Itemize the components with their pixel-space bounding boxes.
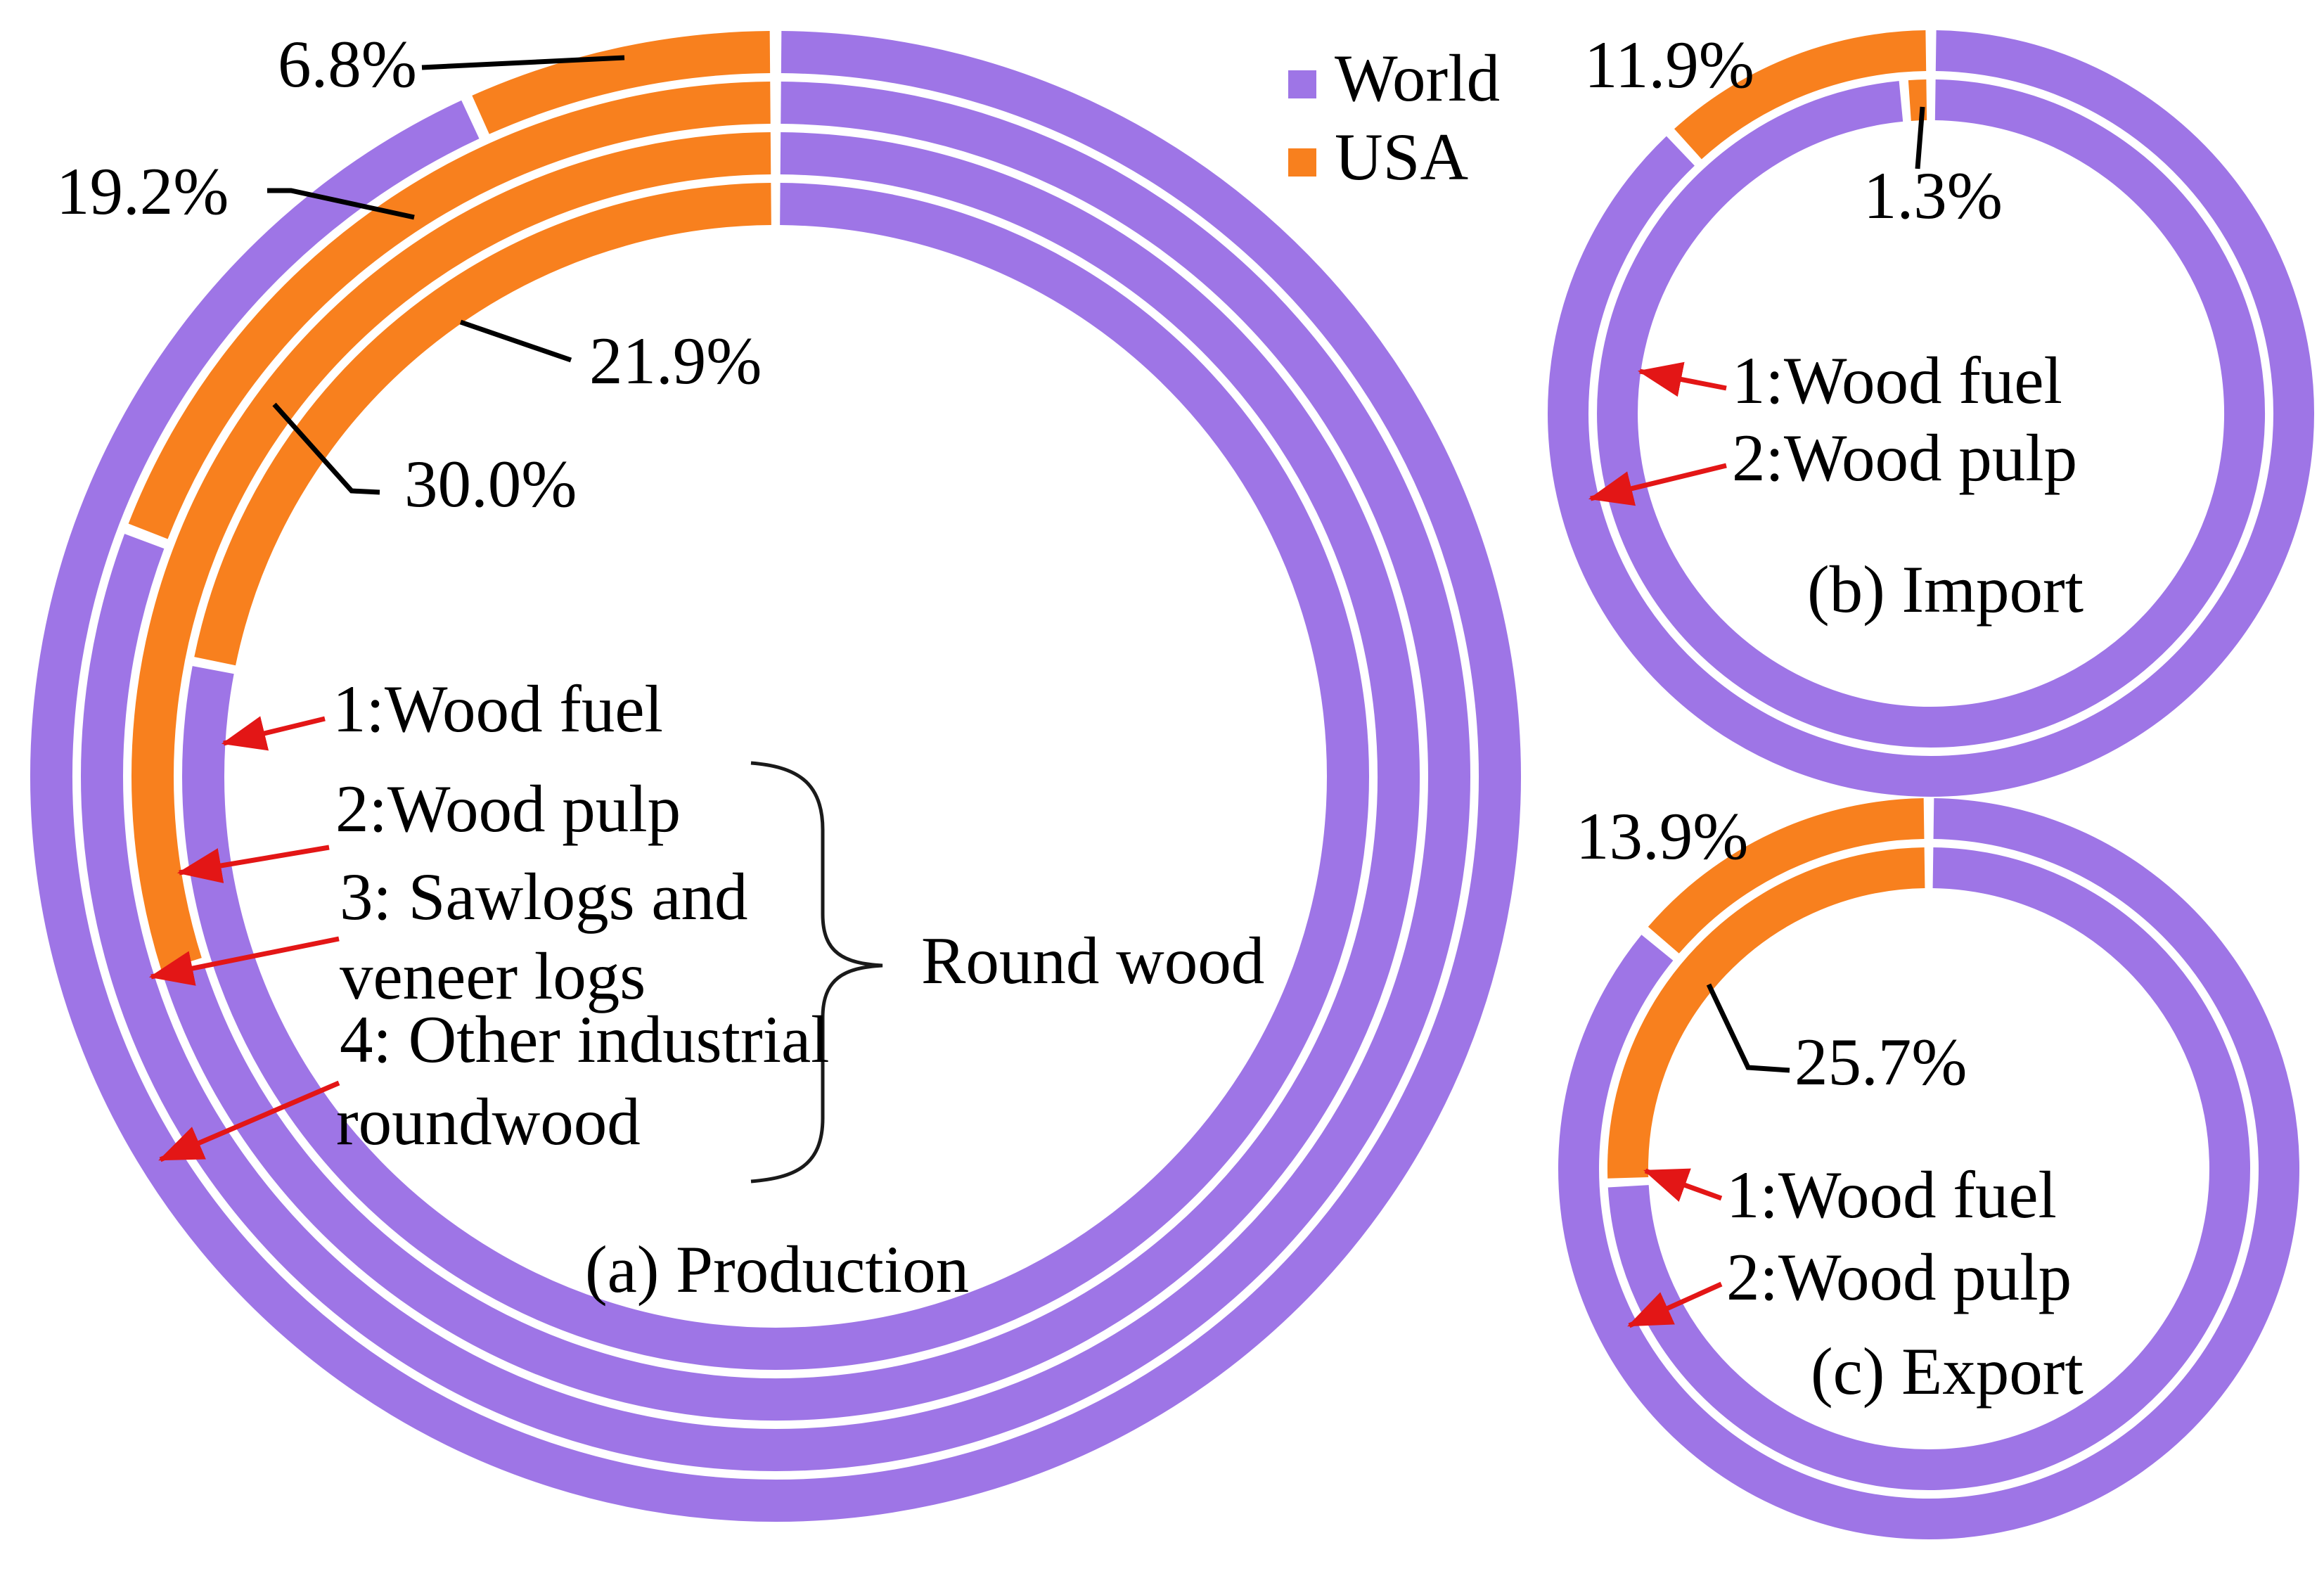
import-ring1-world-arc xyxy=(1597,79,2265,748)
pct-production-wood-pulp: 30.0% xyxy=(404,447,577,521)
leader-6.8-percent xyxy=(421,55,625,70)
leader-19.2-percent xyxy=(267,188,415,220)
import-ring2-usa-arc xyxy=(1674,30,1927,160)
percent-leader-lines xyxy=(267,55,1925,1073)
pct-export-wood-fuel: 25.7% xyxy=(1795,1025,1967,1099)
export-ring1-usa-arc xyxy=(1607,847,1925,1179)
export-ring2-usa-arc xyxy=(1648,798,1925,954)
arrow-production-other-roundwood-icon xyxy=(158,1080,340,1162)
round-wood-label: Round wood xyxy=(921,923,1265,998)
arrow-production-wood-fuel-icon xyxy=(221,716,326,751)
import-ring1-usa-arc xyxy=(1908,79,1927,121)
arrow-production-sawlogs-icon xyxy=(148,936,340,986)
production-ring3-world-arc xyxy=(81,82,1470,1471)
leader-21.9-percent xyxy=(459,319,572,363)
arrow-import-wood-fuel-icon xyxy=(1637,361,1727,397)
leader-30.0-percent xyxy=(272,402,380,495)
export-ring1-world-arc xyxy=(1607,847,2250,1490)
import-ring2-world-arc xyxy=(1548,30,2314,797)
item-production-wood-pulp: 2:Wood pulp xyxy=(335,771,681,846)
item-production-sawlogs-line1: 3: Sawlogs and xyxy=(340,859,748,934)
arrow-production-wood-pulp-icon xyxy=(176,845,330,883)
legend-label-world: World xyxy=(1335,41,1501,115)
pct-production-sawlogs: 19.2% xyxy=(56,154,229,229)
pct-import-wood-fuel: 1.3% xyxy=(1863,158,2003,233)
item-production-sawlogs-line2: veneer logs xyxy=(340,939,646,1013)
item-export-wood-fuel: 1:Wood fuel xyxy=(1726,1158,2057,1232)
item-production-other-line1: 4: Other industrial xyxy=(340,1002,830,1077)
pct-production-other-roundwood: 6.8% xyxy=(278,27,417,101)
item-production-other-line2: roundwood xyxy=(336,1084,641,1159)
production-ring3-usa-arc xyxy=(128,82,771,539)
production-ring4-world-arc xyxy=(30,31,1521,1522)
production-ring1-usa-arc xyxy=(194,183,771,666)
production-ring1-world-arc xyxy=(182,183,1369,1370)
pct-export-wood-pulp: 13.9% xyxy=(1576,799,1749,873)
item-import-wood-pulp: 2:Wood pulp xyxy=(1732,421,2078,495)
production-ring2-world-arc xyxy=(165,132,1420,1421)
production-ring2-usa-arc xyxy=(131,132,771,971)
pct-import-wood-pulp: 11.9% xyxy=(1584,27,1754,102)
round-wood-brace xyxy=(750,761,883,1184)
export-ring2-world-arc xyxy=(1558,798,2299,1539)
production-ring4-usa-arc xyxy=(472,31,771,134)
item-production-wood-fuel: 1:Wood fuel xyxy=(333,672,663,746)
item-export-wood-pulp: 2:Wood pulp xyxy=(1726,1240,2072,1314)
caption-export: (c) Export xyxy=(1811,1334,2084,1409)
leader-25.7-percent xyxy=(1706,983,1790,1073)
arrow-export-wood-pulp-icon xyxy=(1627,1281,1723,1328)
caption-import: (b) Import xyxy=(1807,552,2084,627)
arrow-import-wood-pulp-icon xyxy=(1588,463,1727,506)
caption-production: (a) Production xyxy=(585,1232,970,1307)
leader-1.3-percent xyxy=(1915,106,1925,169)
item-import-wood-fuel: 1:Wood fuel xyxy=(1732,343,2062,418)
arrow-export-wood-fuel-icon xyxy=(1643,1168,1723,1203)
donut-rings-layer xyxy=(30,30,2314,1539)
legend-swatch-world xyxy=(1288,70,1316,98)
item-arrows xyxy=(148,361,1727,1328)
legend-label-usa: USA xyxy=(1335,120,1469,194)
legend-swatch-usa xyxy=(1288,148,1316,177)
pct-production-wood-fuel: 21.9% xyxy=(589,323,762,398)
